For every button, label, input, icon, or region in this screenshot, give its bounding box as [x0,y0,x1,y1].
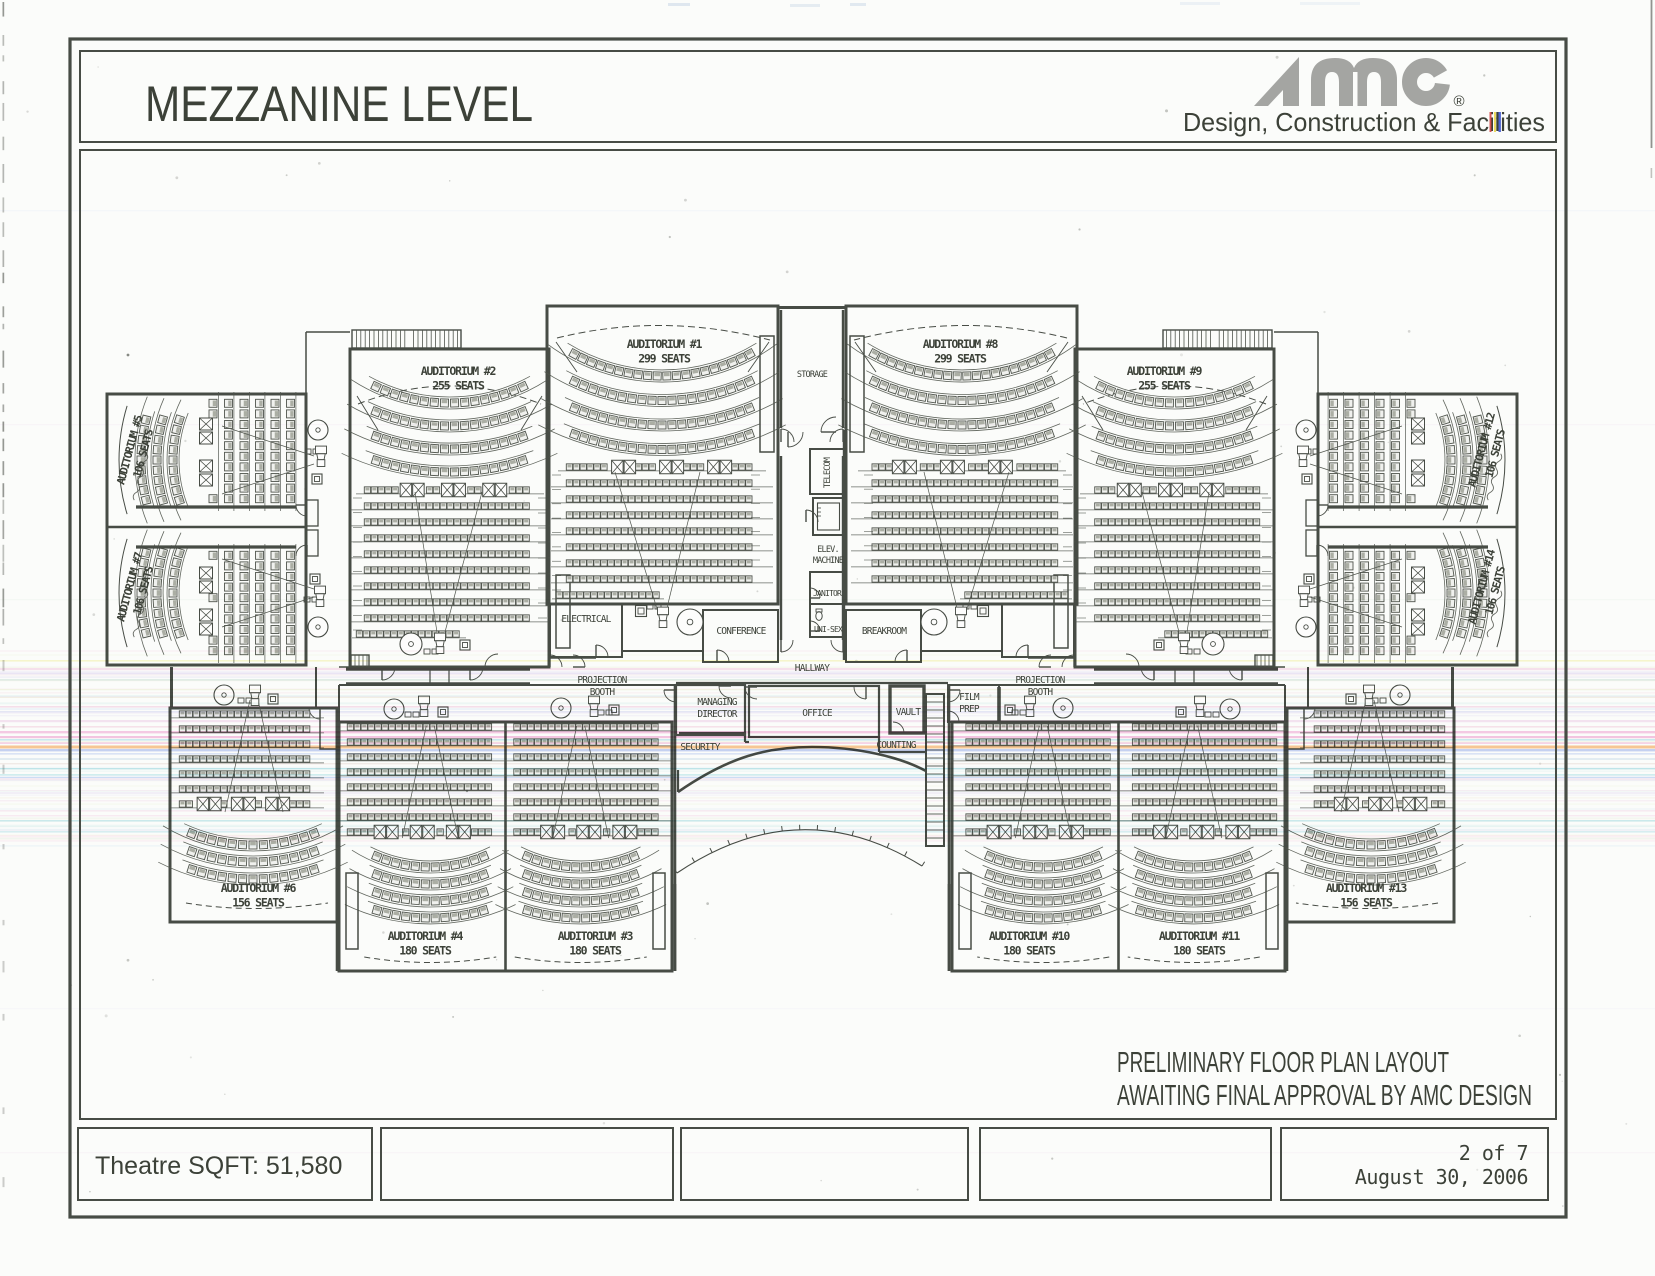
room-projection-booth-right-label: PROJECTION [1015,675,1065,686]
color-fringe-artifact [1489,112,1492,132]
pencil-squiggle [132,590,149,638]
auditorium-3-seats: 180 SEATS [569,944,622,958]
title-box [79,50,1557,143]
sheet-number: 2 of 7 [1459,1141,1528,1165]
scan-noise [2,0,1653,1207]
room-unisex-label: UNI-SEX [814,625,843,634]
note-line-1: PRELIMINARY FLOOR PLAN LAYOUT [1117,1047,1449,1079]
plan-right-half-geometry [810,304,1519,973]
sheet-borders [68,37,1568,1219]
auditorium-13-seats: 156 SEATS [1340,896,1393,910]
outer-border [68,37,1568,1219]
auditorium-3-name: AUDITORIUM #3 [558,929,634,943]
note-line-2: AWAITING FINAL APPROVAL BY AMC DESIGN [1117,1080,1532,1112]
text-labels: MEZZANINE LEVEL ®Design, Construction & F… [95,57,1545,1189]
auditorium-11-name: AUDITORIUM #11 [1159,929,1240,943]
auditorium-1-name: AUDITORIUM #1 [627,337,703,351]
auditorium-2-seats: 255 SEATS [432,379,485,393]
room-storage-label: STORAGE [797,370,828,380]
registered-mark: ® [1453,93,1464,110]
room-telecom-label: TELECOM [823,457,833,488]
room-elev-machine-label: MACHINE [813,556,844,566]
footer-box-sqft [77,1127,373,1201]
auditorium-10-seats: 180 SEATS [1003,944,1056,958]
auditorium-8-seats: 299 SEATS [934,352,987,366]
room-film-prep-label: PREP [959,704,980,715]
footer-box-4 [979,1127,1272,1201]
room-breakroom-label: BREAKROOM [862,626,907,637]
room-counting-label: COUNTING [876,740,916,751]
auditorium-2-name: AUDITORIUM #2 [421,364,496,378]
sheet-date: August 30, 2006 [1355,1165,1528,1189]
footer-box-sheet-date [1280,1127,1549,1201]
pencil-squiggle [1486,453,1503,501]
room-projection-booth-left-label: BOOTH [590,687,616,698]
auditorium-6-name: AUDITORIUM #6 [221,881,297,895]
room-projection-booth-right-label: BOOTH [1028,687,1054,698]
pencil-squiggle [1486,590,1503,638]
room-projection-booth-left-label: PROJECTION [577,675,627,686]
auditorium-6-seats: 156 SEATS [232,896,285,910]
auditorium-1-seats: 299 SEATS [638,352,691,366]
logo-subtitle: Design, Construction & Facilities [1183,107,1545,137]
room-vault-label: VAULT [896,707,922,718]
room-managing-director-label: MANAGING [697,697,737,708]
auditorium-8-name: AUDITORIUM #8 [923,337,999,351]
scan-artifacts [0,210,1655,1154]
theatre-sqft: Theatre SQFT: 51,580 [95,1152,342,1180]
footer-box-2 [380,1127,674,1201]
auditorium-4-seats: 180 SEATS [399,944,452,958]
main-plan-box [79,149,1557,1120]
auditorium-10-name: AUDITORIUM #10 [989,929,1070,943]
pencil-squiggle [132,453,149,501]
auditorium-13-name: AUDITORIUM #13 [1326,881,1407,895]
room-conference-label: CONFERENCE [716,626,766,637]
auditorium-4-name: AUDITORIUM #4 [388,929,464,943]
room-electrical-label: ELECTRICAL [561,614,611,625]
room-office-label: OFFICE [802,708,833,719]
room-film-prep-label: FILM [959,692,980,703]
sheet-title: MEZZANINE LEVEL [145,76,533,132]
room-security-label: SECURITY [680,742,720,753]
auditorium-9-name: AUDITORIUM #9 [1127,364,1203,378]
room-janitor-label: JANITOR [813,589,842,598]
auditorium-11-seats: 180 SEATS [1173,944,1226,958]
plan-left-half-geometry [105,304,812,973]
auditorium-9-seats: 255 SEATS [1138,379,1191,393]
amc-logo: ® [1254,57,1465,110]
room-elev-machine-label: ELEV. [817,545,839,555]
footer-box-3 [680,1127,969,1201]
room-hallway-label: HALLWAY [795,663,831,674]
room-managing-director-label: DIRECTOR [697,709,737,720]
svg-text:TELECOM: TELECOM [823,457,833,488]
